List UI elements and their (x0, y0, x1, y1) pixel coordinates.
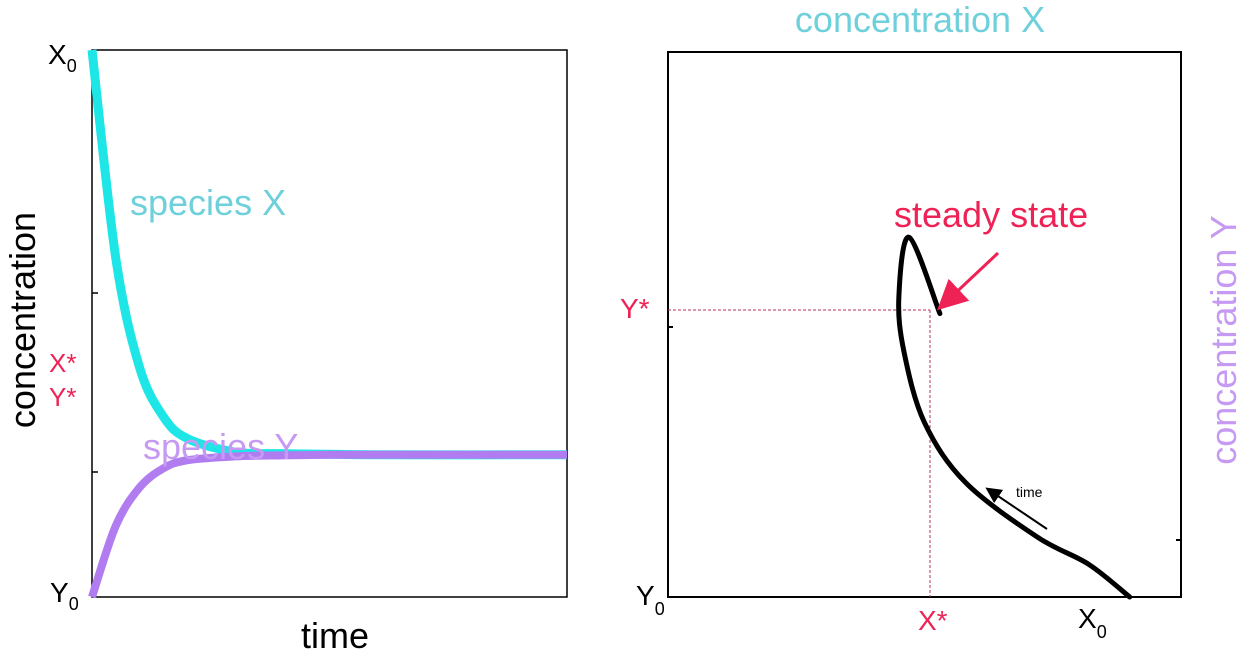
y-tick-y0: Y0 (50, 577, 79, 614)
species-y-label: species Y (143, 426, 298, 467)
left-plot-frame (91, 49, 568, 598)
series-species-y-line (88, 450, 567, 599)
trajectory-line (896, 234, 1133, 600)
y-axis-label: concentration (2, 212, 43, 428)
series-species-x-line (87, 49, 568, 460)
tick-x0: X0 (1078, 603, 1107, 642)
tick-y0: Y0 (636, 580, 665, 619)
steady-state-arrow (937, 251, 1000, 311)
steady-state-label: steady state (894, 194, 1088, 235)
y-tick-y-star: Y* (49, 382, 76, 412)
time-arrow-label: time (1016, 484, 1043, 500)
y-tick-x0: X0 (48, 39, 77, 76)
y-tick-x-star: X* (49, 348, 76, 378)
right-side-label: concentration Y (1203, 215, 1244, 465)
tick-x-star: X* (918, 605, 948, 636)
x-axis-label: time (301, 615, 369, 652)
tick-y-star: Y* (620, 293, 650, 324)
time-arrow (985, 487, 1048, 530)
species-x-label: species X (130, 182, 286, 223)
right-chart-title: concentration X (795, 0, 1045, 40)
right-plot-frame (667, 51, 1182, 598)
left-chart: time concentration X0 X* Y* Y0 species X… (2, 39, 568, 652)
right-chart: steady state time concentration X concen… (620, 0, 1244, 642)
